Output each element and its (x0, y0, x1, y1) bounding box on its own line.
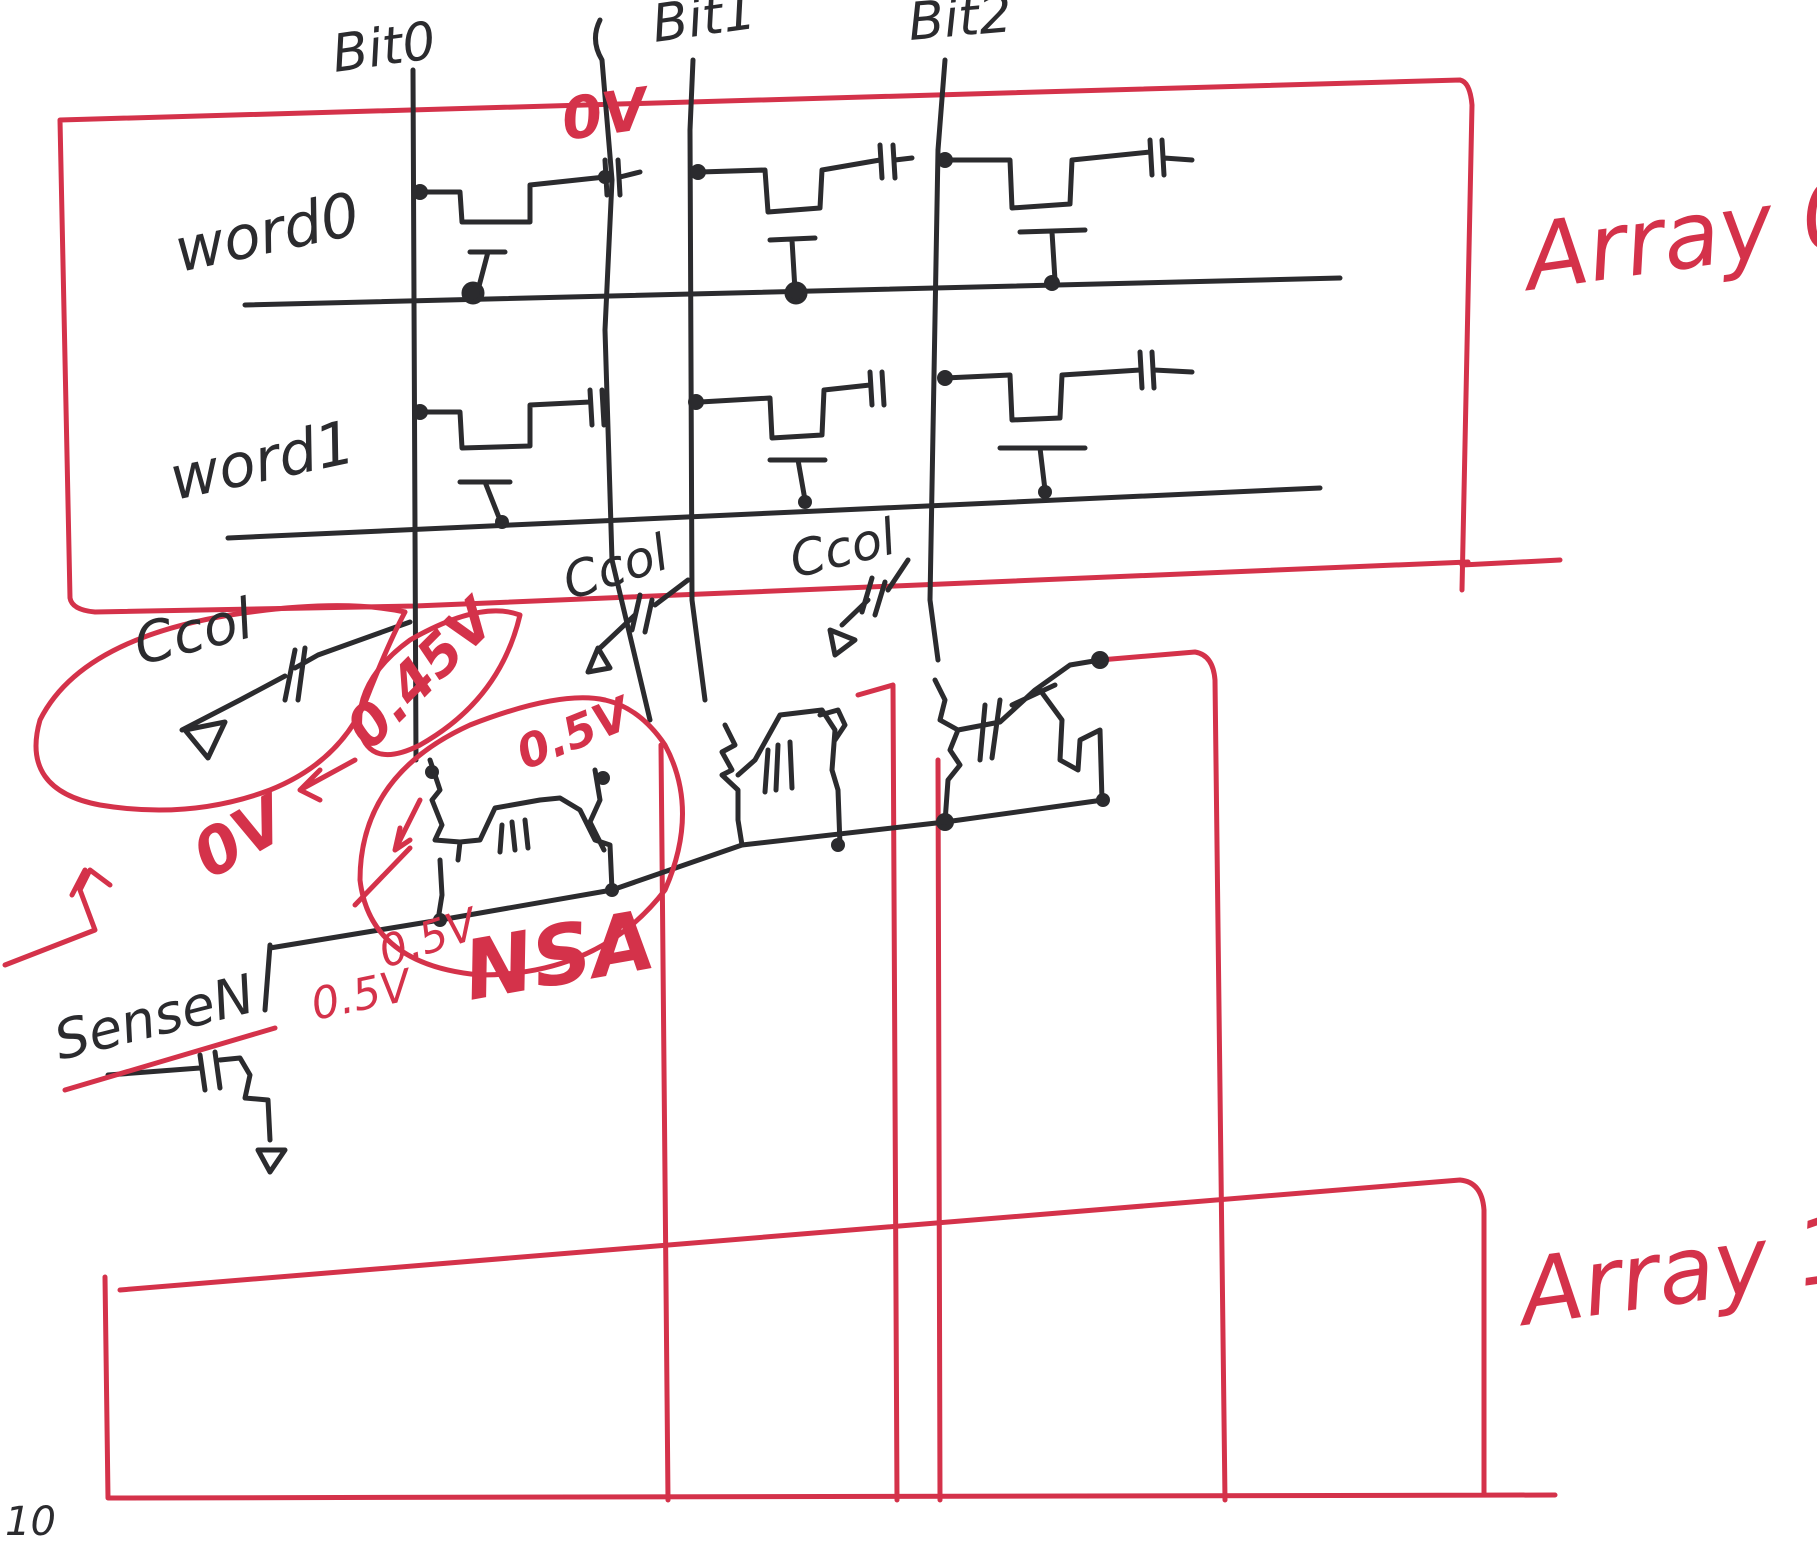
word1-label: word1 (164, 407, 361, 514)
bit1-label: Bit1 (648, 0, 759, 55)
arrow-0v-left (297, 757, 423, 908)
sense-node-rail (262, 797, 1106, 1013)
arrow-0v-down (2, 867, 113, 968)
sense-amp-0 (427, 757, 615, 923)
sense-amp-1 (719, 707, 848, 848)
page-number: 10 (5, 1499, 56, 1542)
array0-boundary (57, 77, 1563, 615)
voltage-045v: 0.45V (334, 584, 512, 762)
array0-label: Array 0 (1513, 159, 1817, 313)
bitline-1 (687, 57, 708, 703)
ccol-label-left: Ccol (128, 586, 260, 678)
ccol-capacitor-right (827, 557, 911, 658)
cell-0-2 (942, 137, 1195, 283)
red-bitline-1 (658, 742, 671, 1503)
ccol-label-right: Ccol (784, 507, 902, 589)
voltage-0v-top: 0V (557, 74, 655, 154)
cell-0-1 (697, 142, 915, 293)
red-bitline-3 (1097, 649, 1228, 1503)
cell-row0 (417, 137, 1195, 293)
cell-1-0 (417, 387, 607, 523)
cell-row1 (417, 349, 1195, 523)
junction-dots (412, 152, 1110, 927)
ccol-capacitor-mid (585, 577, 691, 675)
sensen-underline (62, 1025, 278, 1093)
voltage-0v-left: 0V (181, 781, 303, 894)
array1-label: Array 1 (1508, 1194, 1817, 1348)
red-bitline-2 (855, 682, 900, 1503)
bit0-label: Bit0 (328, 11, 439, 85)
sense-n-label: SenseN (48, 962, 261, 1072)
wordline-1 (225, 485, 1323, 541)
voltage-05v-sense: 0.5V (307, 959, 418, 1030)
node-045v-oval (357, 608, 523, 758)
bitline-1-bar (593, 17, 653, 723)
bitline-2 (927, 57, 948, 663)
cell-1-1 (697, 369, 887, 503)
sense-n-transistor (105, 1049, 288, 1175)
ccol-capacitor-left (179, 619, 413, 761)
bit2-label: Bit2 (906, 0, 1014, 53)
array1-boundary (102, 1177, 1558, 1501)
red-bitline-4 (935, 757, 943, 1503)
sense-amp-2 (932, 657, 1105, 825)
cell-1-2 (942, 349, 1195, 493)
nsa-circle (357, 695, 685, 978)
word0-label: word0 (169, 179, 366, 286)
